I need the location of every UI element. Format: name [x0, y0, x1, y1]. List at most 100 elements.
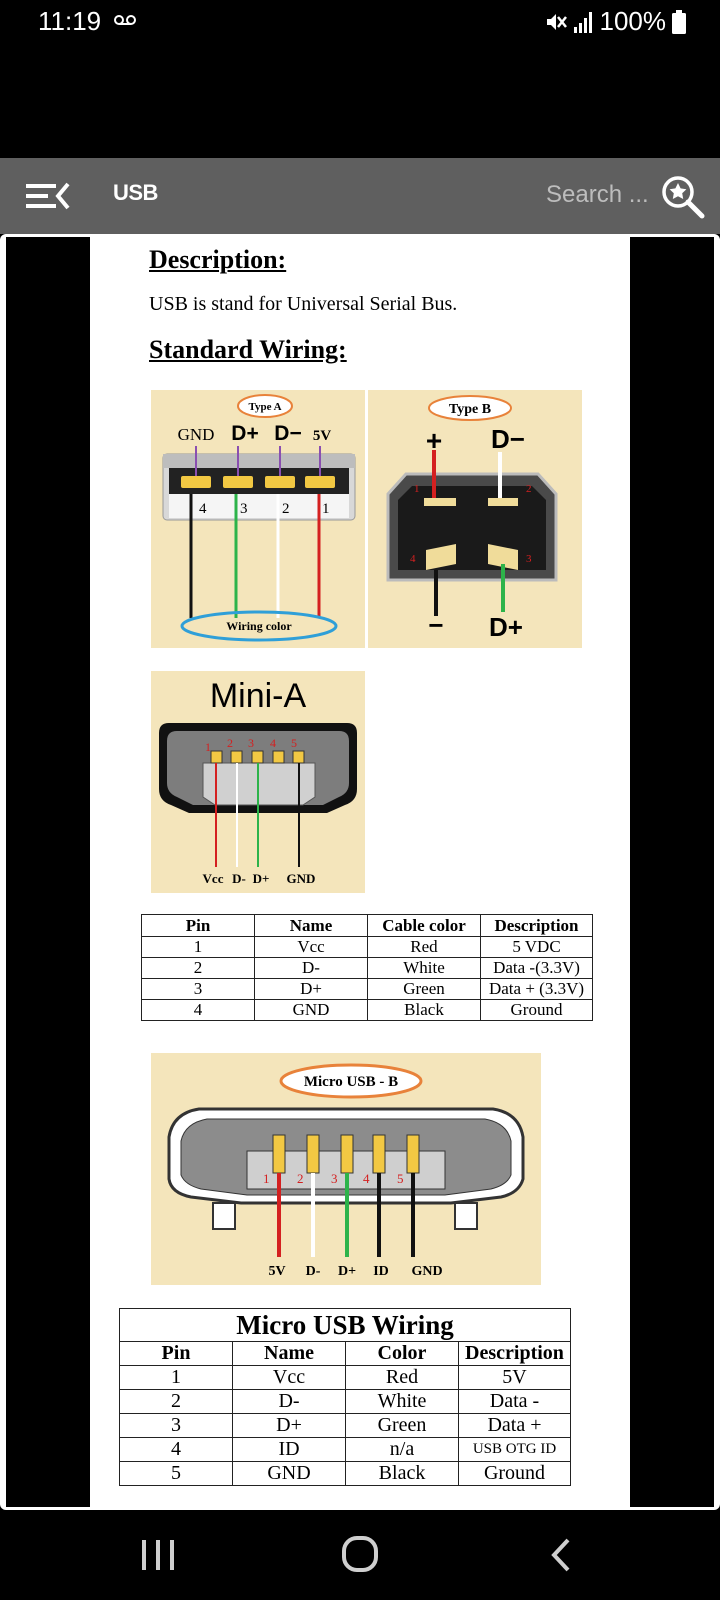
micro-b-num-5: 5 — [397, 1171, 404, 1186]
type-b-num-1: 1 — [414, 483, 420, 495]
mini-a-pin-table: Pin Name Cable color Description 1 Vcc R… — [141, 914, 593, 1021]
table-row: 1 Vcc Red 5V — [119, 1365, 571, 1390]
search-input[interactable] — [546, 176, 658, 214]
table-cell: Green — [345, 1413, 459, 1438]
type-b-diagram: Type B + D− 1 2 3 4 − D+ — [368, 390, 582, 648]
table-cell: Green — [367, 978, 481, 1000]
table-header-row: Pin Name Color Description — [119, 1341, 571, 1366]
menu-collapse-icon[interactable] — [24, 176, 70, 216]
type-b-dminus: D− — [491, 424, 525, 454]
home-icon[interactable] — [330, 1532, 390, 1578]
table-cell: D+ — [232, 1413, 346, 1438]
description-text: USB is stand for Universal Serial Bus. — [149, 293, 458, 315]
table-cell: Data - — [458, 1389, 571, 1414]
type-a-num-3: 3 — [240, 501, 248, 517]
description-heading: Description: — [149, 245, 287, 274]
table-header: Description — [480, 914, 593, 937]
battery-percent: 100% — [599, 6, 667, 36]
mini-a-wire-gnd: GND — [287, 871, 316, 886]
table-cell: Vcc — [232, 1365, 346, 1390]
type-a-pin-gnd: GND — [178, 425, 215, 444]
mini-a-num-5: 5 — [291, 736, 297, 750]
mute-icon — [546, 13, 567, 30]
table-header: Pin — [141, 914, 255, 937]
table-header: Cable color — [367, 914, 481, 937]
table-cell: D- — [254, 957, 368, 979]
mini-a-num-4: 4 — [270, 736, 276, 750]
signal-icon — [573, 11, 592, 33]
wiring-heading: Standard Wiring: — [149, 335, 347, 364]
table-cell: GND — [232, 1461, 346, 1486]
micro-b-num-1: 1 — [263, 1171, 270, 1186]
mini-a-wire-dminus: D- — [232, 871, 246, 886]
app-bar: USB — [0, 158, 720, 234]
table-cell: 1 — [141, 936, 255, 958]
table-cell: Ground — [480, 999, 593, 1021]
navigation-bar — [0, 1510, 720, 1600]
table-cell: Red — [367, 936, 481, 958]
table-cell: Data + (3.3V) — [480, 978, 593, 1000]
table-cell: Data -(3.3V) — [480, 957, 593, 979]
table-cell: Ground — [458, 1461, 571, 1486]
search-icon[interactable] — [660, 174, 706, 220]
table-cell: White — [367, 957, 481, 979]
type-a-num-1: 1 — [322, 501, 330, 517]
table-row: 4 GND Black Ground — [141, 999, 593, 1021]
type-b-dplus: D+ — [489, 612, 523, 642]
recent-apps-icon[interactable] — [128, 1532, 188, 1578]
table-row: 2 D- White Data -(3.3V) — [141, 957, 593, 979]
type-b-label: Type B — [449, 402, 491, 417]
table-header: Name — [254, 914, 368, 937]
status-time: 11:19 — [38, 6, 102, 36]
table-row: 3 D+ Green Data + (3.3V) — [141, 978, 593, 1000]
battery-icon — [672, 9, 686, 34]
status-indicators: 100% — [544, 6, 686, 37]
micro-usb-b-diagram: Micro USB - B 1 2 3 4 5 5V D- D+ ID GND — [151, 1053, 541, 1285]
table-header: Color — [345, 1341, 459, 1366]
voicemail-icon — [114, 15, 136, 25]
table-cell: D+ — [254, 978, 368, 1000]
type-b-plus: + — [426, 425, 442, 456]
back-icon[interactable] — [532, 1532, 592, 1578]
table-row: 3 D+ Green Data + — [119, 1413, 571, 1438]
mini-a-num-1: 1 — [205, 740, 211, 754]
table-cell: D- — [232, 1389, 346, 1414]
table-cell: 5 — [119, 1461, 233, 1486]
page-margin-right — [630, 237, 714, 1507]
table-cell: 2 — [141, 957, 255, 979]
table-cell: n/a — [345, 1437, 459, 1462]
table-header-row: Pin Name Cable color Description — [141, 914, 593, 937]
table-cell: Data + — [458, 1413, 571, 1438]
type-a-label: Type A — [248, 401, 281, 413]
app-title: USB — [113, 180, 158, 205]
table-row: 5 GND Black Ground — [119, 1461, 571, 1486]
type-a-pin-dplus: D+ — [231, 422, 258, 445]
type-a-pin-dminus: D− — [274, 422, 301, 445]
table-cell: 4 — [141, 999, 255, 1021]
table-cell: 1 — [119, 1365, 233, 1390]
type-b-num-3: 3 — [526, 553, 532, 565]
table-cell: Vcc — [254, 936, 368, 958]
micro-b-wire-dplus: D+ — [338, 1264, 356, 1279]
table-cell: Red — [345, 1365, 459, 1390]
type-a-diagram: Type A GND D+ D− 5V 4 3 2 1 Wiring color — [151, 390, 365, 648]
table-row: 1 Vcc Red 5 VDC — [141, 936, 593, 958]
document-page[interactable]: Description: USB is stand for Universal … — [90, 237, 630, 1507]
table-cell: 5V — [458, 1365, 571, 1390]
type-a-pin-5v: 5V — [313, 428, 332, 444]
mini-a-label: Mini-A — [210, 677, 307, 715]
table-title: Micro USB Wiring — [119, 1308, 571, 1342]
table-header: Description — [458, 1341, 571, 1366]
type-a-wiring-color: Wiring color — [226, 619, 292, 633]
micro-b-num-2: 2 — [297, 1171, 304, 1186]
type-b-num-2: 2 — [526, 483, 532, 495]
table-cell: ID — [232, 1437, 346, 1462]
page-margin-left — [6, 237, 90, 1507]
micro-b-wire-id: ID — [373, 1264, 389, 1279]
table-row: 4 ID n/a USB OTG ID — [119, 1437, 571, 1462]
mini-a-diagram: Mini-A 1 2 3 4 5 Vcc D- D+ GND — [151, 671, 365, 893]
table-cell: Black — [367, 999, 481, 1021]
type-a-num-4: 4 — [199, 501, 207, 517]
mini-a-num-2: 2 — [227, 736, 233, 750]
micro-b-wire-gnd: GND — [411, 1264, 442, 1279]
